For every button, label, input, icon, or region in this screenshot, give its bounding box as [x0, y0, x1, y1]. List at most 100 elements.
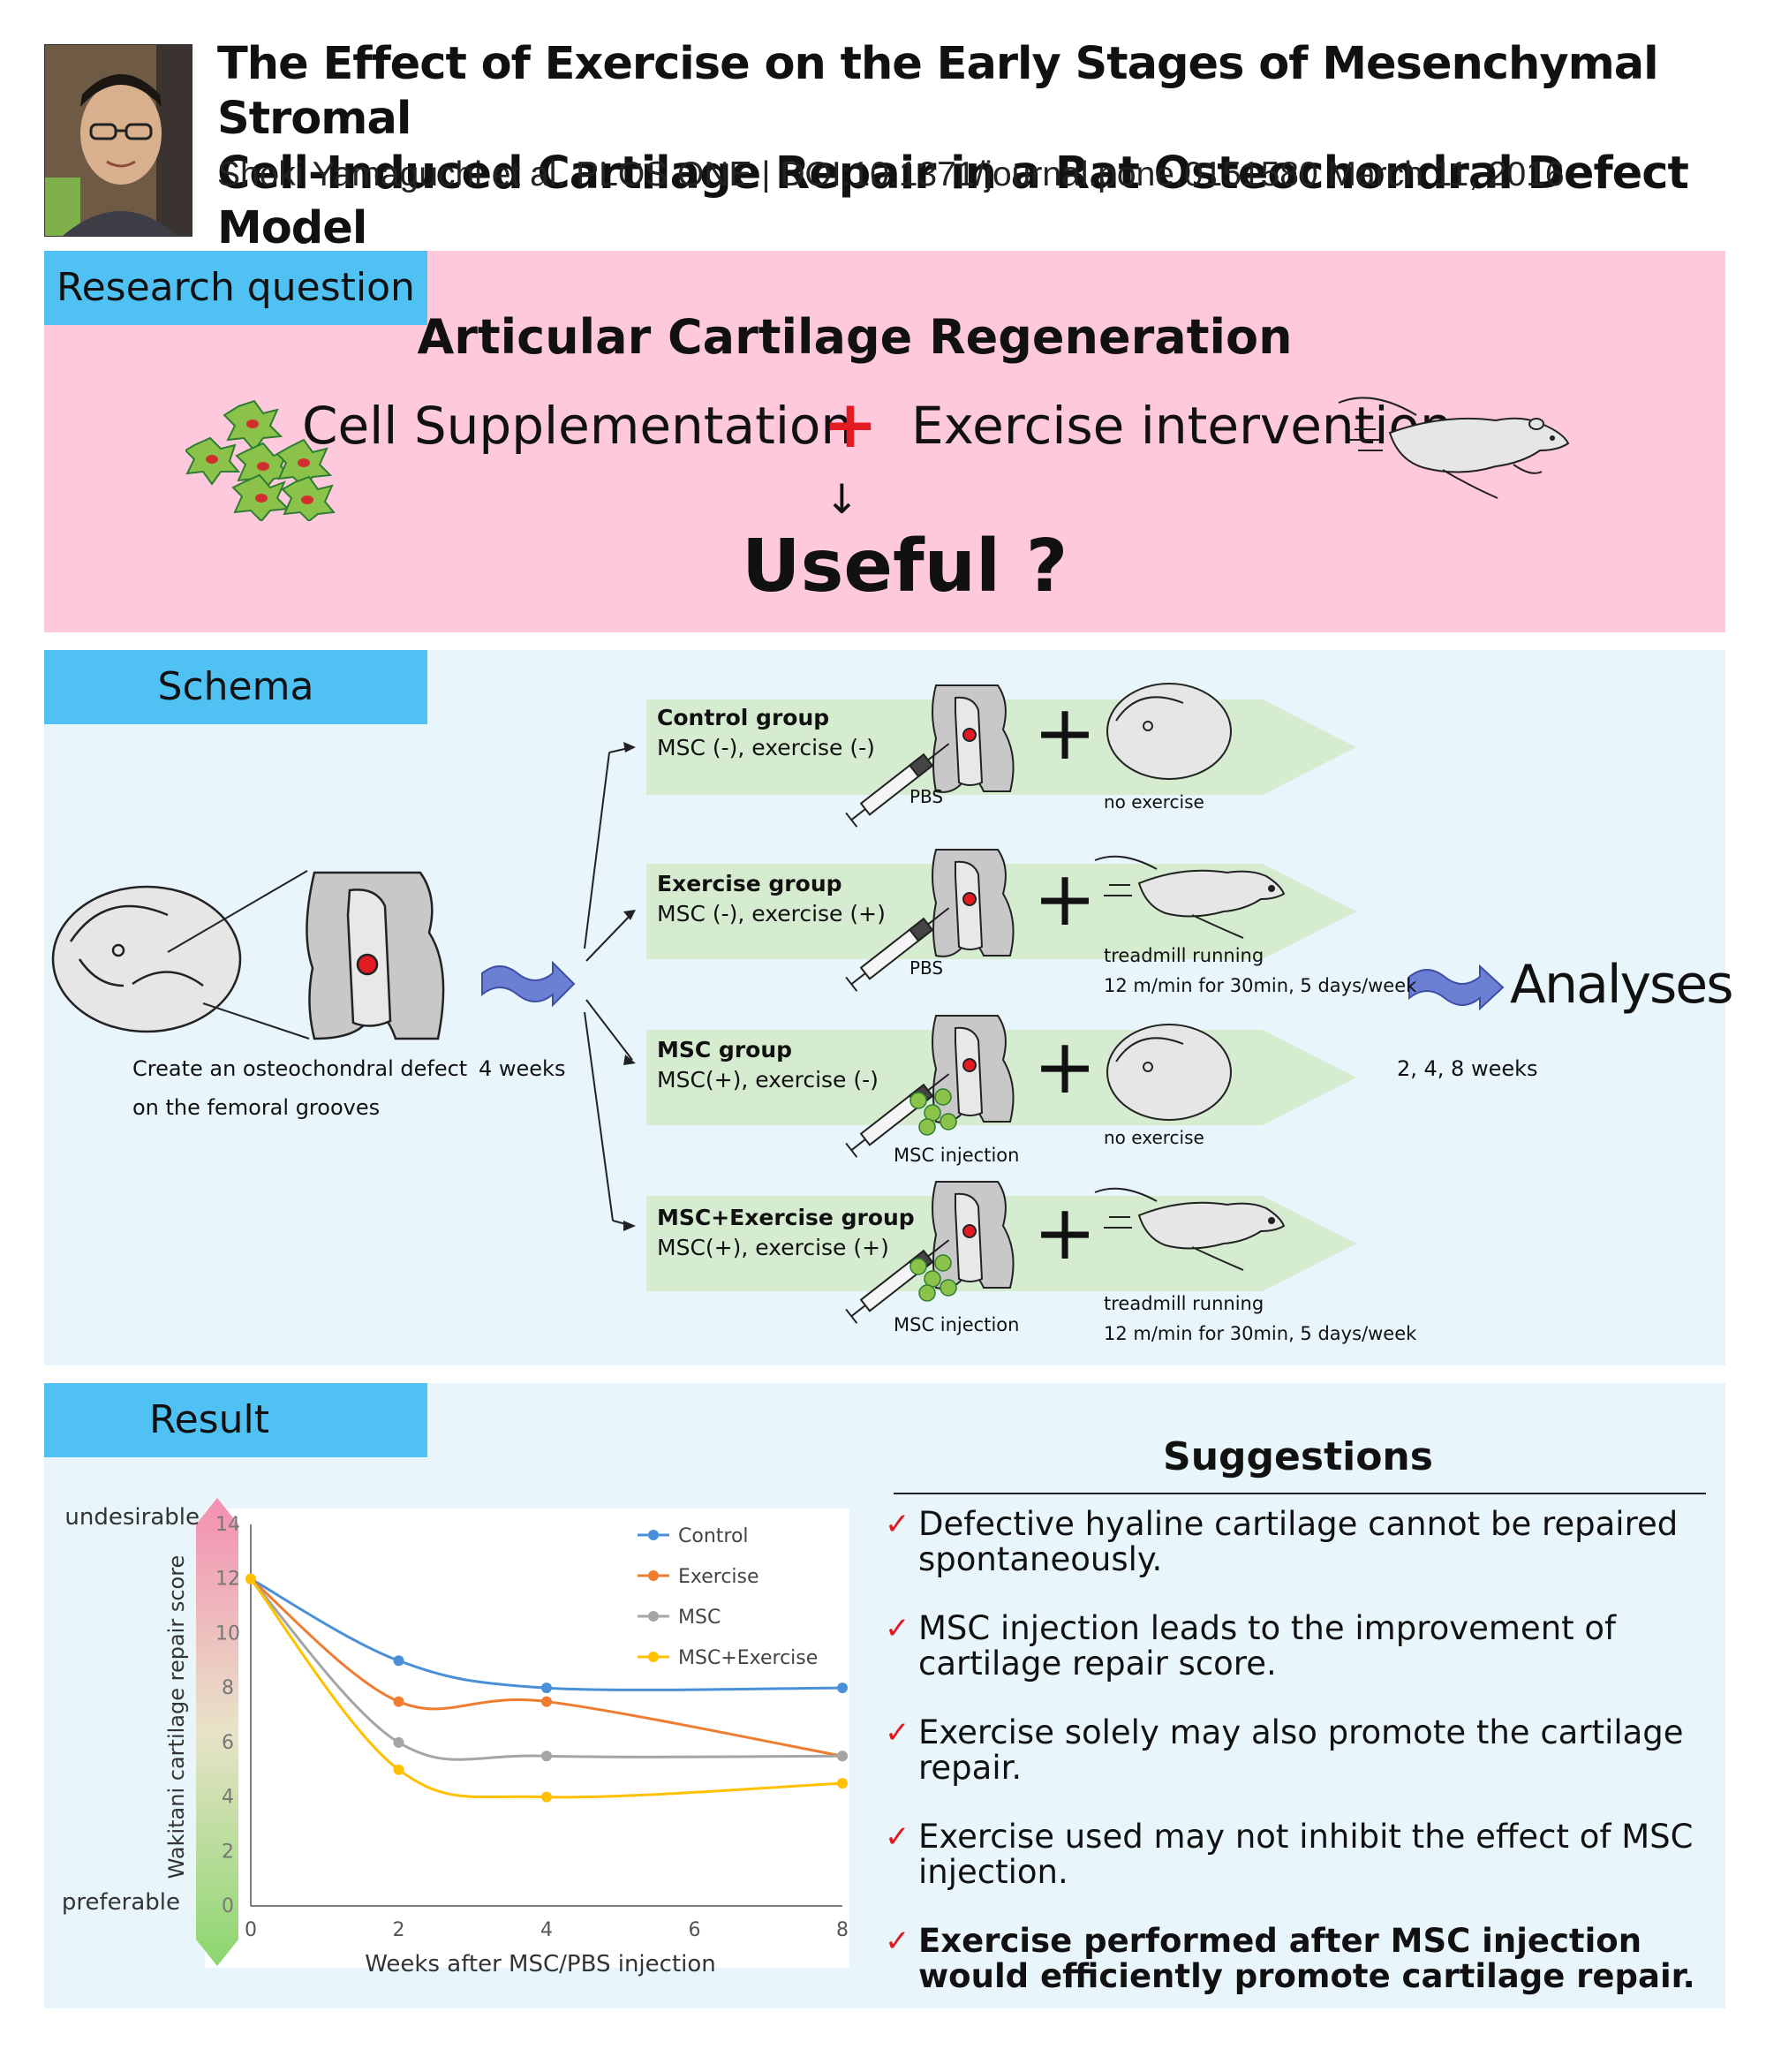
suggestion-item: ✓Exercise used may not inhibit the effec…: [885, 1819, 1715, 1890]
suggestion-text: Exercise used may not inhibit the effect…: [918, 1818, 1694, 1891]
group-exercise-activity2: 12 m/min for 30min, 5 days/week: [1104, 975, 1417, 996]
check-icon: ✓: [885, 1924, 910, 1959]
plus-sign: +: [823, 387, 879, 463]
wavy-arrow-4weeks-icon: [481, 960, 576, 1008]
check-icon: ✓: [885, 1507, 910, 1542]
group-msc-plus: +: [1033, 1023, 1098, 1111]
defect-label-line2: on the femoral grooves: [132, 1095, 381, 1120]
series-line-msc: [249, 1577, 843, 1761]
group-control-title: Control group: [657, 705, 830, 730]
schema-tab: Schema: [44, 650, 427, 724]
research-heading: Articular Cartilage Regeneration: [417, 309, 1293, 365]
legend-label: MSC+Exercise: [678, 1647, 818, 1669]
data-point: [837, 1778, 848, 1789]
analyses-timepoints: 2, 4, 8 weeks: [1397, 1056, 1538, 1081]
x-tick-label: 0: [245, 1919, 257, 1941]
y-tick-label: 2: [222, 1841, 234, 1863]
group-msc-sub: MSC(+), exercise (-): [657, 1067, 879, 1093]
group-control-injection: PBS: [909, 786, 944, 807]
group-msc-injection: MSC injection: [894, 1145, 1020, 1166]
series-lines: [249, 1577, 843, 1799]
suggestion-text: MSC injection leads to the improvement o…: [918, 1609, 1617, 1683]
suggestions-list: ✓Defective hyaline cartilage cannot be r…: [885, 1507, 1715, 2028]
group-femur-icons: [932, 684, 1015, 1289]
suggestion-text: Exercise performed after MSC injection w…: [918, 1922, 1695, 1995]
data-point: [541, 1751, 552, 1762]
data-point: [837, 1751, 848, 1762]
series-line-msc-exercise: [249, 1577, 843, 1799]
research-question-tab: Research question: [44, 251, 427, 325]
data-point: [837, 1683, 848, 1694]
group-exercise-title: Exercise group: [657, 871, 842, 896]
upper-label: undesirable: [64, 1504, 200, 1531]
series-points: [245, 1573, 848, 1803]
suggestions-title: Suggestions: [1163, 1434, 1433, 1479]
legend-marker: [648, 1530, 659, 1540]
y-axis-label: Wakitani cartilage repair score: [164, 1555, 189, 1879]
group-exercise-activity1: treadmill running: [1104, 945, 1264, 966]
score-gradient-bar: [196, 1498, 238, 1966]
data-point: [393, 1764, 404, 1775]
check-icon: ✓: [885, 1819, 910, 1855]
x-tick-label: 8: [836, 1919, 849, 1941]
y-tick-label: 6: [222, 1732, 234, 1754]
title-line-1: The Effect of Exercise on the Early Stag…: [217, 38, 1659, 145]
legend-marker: [648, 1611, 659, 1622]
defect-label-line1: Create an osteochondral defect: [132, 1056, 468, 1081]
sleeping-rat-left-icon: [51, 885, 242, 1033]
data-point: [541, 1696, 552, 1707]
group-msc-activity: no exercise: [1104, 1127, 1204, 1148]
title-line-2: Cell-Induced Cartilage Repair in a Rat O…: [217, 147, 1689, 254]
group-msc-exercise-injection: MSC injection: [894, 1314, 1020, 1335]
legend-label: Control: [678, 1525, 749, 1547]
suggestion-text: Defective hyaline cartilage cannot be re…: [918, 1505, 1679, 1578]
suggestion-item: ✓Exercise solely may also promote the ca…: [885, 1715, 1715, 1786]
data-point: [393, 1655, 404, 1667]
paper-title: The Effect of Exercise on the Early Stag…: [217, 37, 1736, 256]
series-line-control: [250, 1577, 843, 1691]
group-control-sub: MSC (-), exercise (-): [657, 735, 875, 760]
legend-marker: [648, 1652, 659, 1662]
group-exercise-injection: PBS: [909, 957, 944, 979]
data-point: [541, 1791, 552, 1803]
cell-supplementation-label: Cell Supplementation: [302, 396, 854, 456]
result-tab: Result: [44, 1383, 427, 1457]
suggestion-item-key: ✓Exercise performed after MSC injection …: [885, 1924, 1715, 1994]
x-axis-label: Weeks after MSC/PBS injection: [365, 1951, 716, 1977]
group-msc-exercise-plus: +: [1033, 1189, 1098, 1277]
sleeping-rat-icons: [1106, 683, 1232, 1121]
msc-cells-small-icons: [909, 1088, 957, 1302]
group-msc-exercise-sub: MSC(+), exercise (+): [657, 1235, 889, 1260]
schema-diagram: [51, 683, 1505, 1324]
branch-arrowheads: [623, 742, 636, 1231]
citation: Shoki Yamaguchi et al. PLOS ONE | DOI:10…: [217, 155, 1565, 193]
legend-marker: [648, 1570, 659, 1581]
plot-background: [205, 1509, 849, 1968]
branch-lines: [584, 746, 633, 1227]
group-control-plus: +: [1033, 689, 1098, 777]
y-tick-label: 8: [222, 1677, 234, 1699]
legend-label: Exercise: [678, 1566, 759, 1588]
data-point: [393, 1696, 404, 1707]
group-exercise-plus: +: [1033, 855, 1098, 943]
y-tick-label: 10: [215, 1622, 240, 1645]
data-point: [541, 1683, 552, 1694]
running-rat-icon: [1338, 397, 1570, 499]
suggestions-divider: [894, 1493, 1706, 1494]
suggestion-text: Exercise solely may also promote the car…: [918, 1713, 1684, 1787]
group-msc-exercise-activity1: treadmill running: [1104, 1293, 1264, 1314]
x-tick-label: 6: [689, 1919, 701, 1941]
suggestion-item: ✓Defective hyaline cartilage cannot be r…: [885, 1507, 1715, 1577]
author-portrait-image: [45, 45, 192, 236]
femur-defect-icon: [306, 871, 445, 1040]
group-msc-title: MSC group: [657, 1037, 793, 1062]
cells-icon: [185, 399, 336, 521]
lower-label: preferable: [62, 1889, 180, 1916]
research-question-text: Useful ?: [742, 525, 1068, 609]
group-msc-exercise-title: MSC+Exercise group: [657, 1205, 915, 1230]
x-tick-label: 4: [540, 1919, 553, 1941]
